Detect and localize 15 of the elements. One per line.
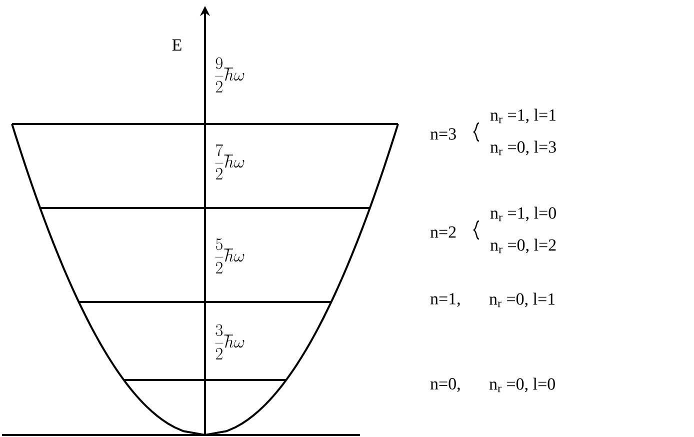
- state-label: n$_{r}$ =0, l=1: [489, 292, 555, 308]
- axis-label: E: [172, 39, 182, 51]
- state-label: n$_{r}$ =0, l=3: [490, 140, 556, 156]
- energy-label: $\frac{7}{2}\hbar\omega$: [215, 144, 244, 180]
- state-label: n$_{r}$ =1, l=1: [490, 108, 556, 124]
- energy-label: $\frac{9}{2}\hbar\omega$: [215, 57, 244, 92]
- state-label: n=2: [430, 226, 456, 238]
- energy-label: $\frac{3}{2}\hbar\omega$: [215, 324, 244, 360]
- energy-label: $\frac{5}{2}\hbar\omega$: [215, 238, 244, 274]
- state-label: n$_{r}$ =1, l=0: [490, 206, 556, 222]
- state-label: n$_{r}$ =0, l=2: [490, 238, 556, 254]
- state-label: n=3: [430, 128, 456, 140]
- state-label: n$_{r}$ =0, l=0: [489, 378, 555, 392]
- state-label: n=1,: [430, 293, 460, 307]
- state-label: n=0,: [430, 378, 460, 392]
